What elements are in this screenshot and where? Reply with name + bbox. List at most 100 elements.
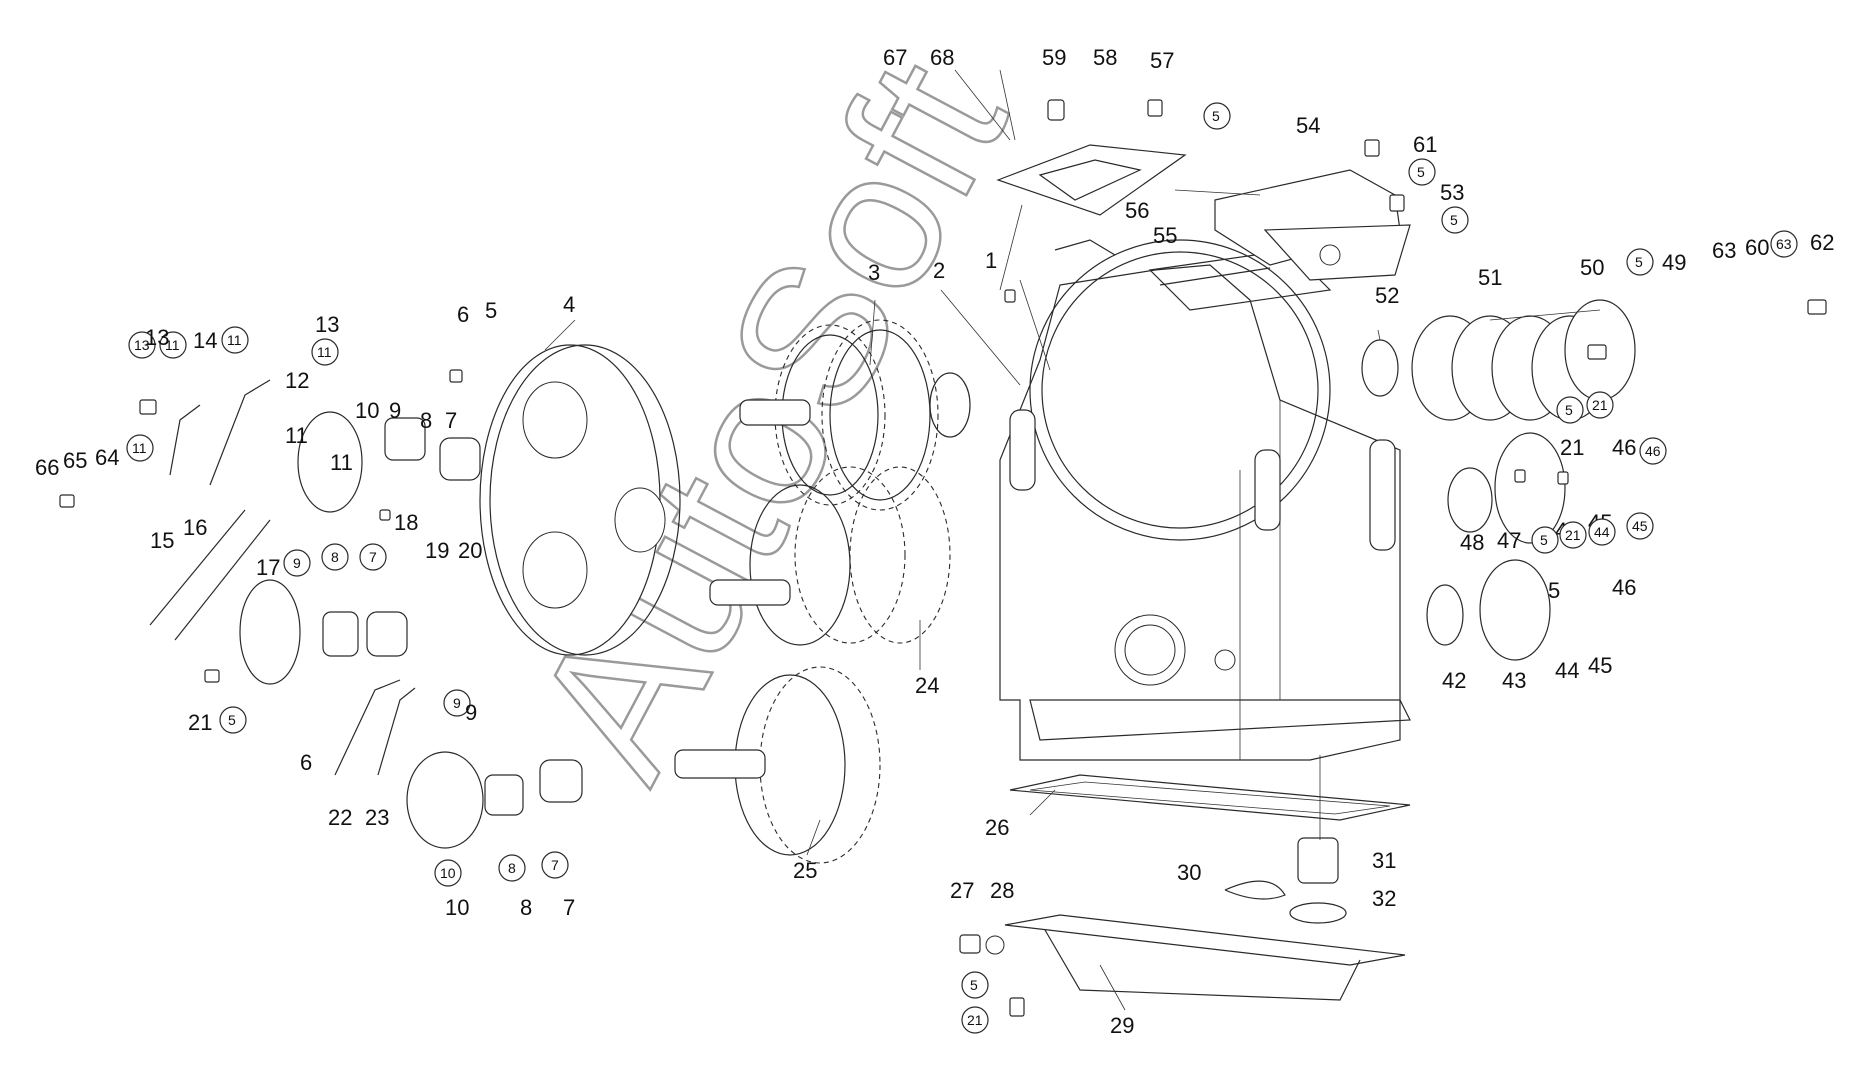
callout-5e: 5	[1556, 396, 1584, 424]
label-64: 64	[95, 445, 119, 470]
label-49: 49	[1662, 250, 1686, 275]
label-30: 30	[1177, 860, 1201, 885]
right-discs	[1361, 299, 1636, 421]
callout-5h: 5	[961, 971, 989, 999]
label-68: 68	[930, 45, 954, 70]
label-60: 60	[1745, 235, 1769, 260]
callout-46: 46	[1639, 437, 1667, 465]
label-52: 52	[1375, 283, 1399, 308]
label-59: 59	[1042, 45, 1066, 70]
callout-10: 10	[434, 859, 462, 887]
label-28: 28	[990, 878, 1014, 903]
label-23: 23	[365, 805, 389, 830]
callout-7a: 7	[359, 543, 387, 571]
svg-text:5: 5	[1635, 254, 1643, 270]
callout-11a: 11	[159, 331, 187, 359]
label-7: 7	[445, 408, 457, 433]
label-19: 19	[425, 538, 449, 563]
svg-text:8: 8	[331, 549, 339, 565]
label-29: 29	[1110, 1013, 1134, 1038]
callout-45: 45	[1626, 512, 1654, 540]
callout-8a: 8	[321, 543, 349, 571]
callout-7b: 7	[541, 851, 569, 879]
label-9: 9	[389, 398, 401, 423]
part-labels-secondary: 6 7 8 9 10 11 13 21 5	[145, 325, 1584, 920]
label-20: 20	[458, 538, 482, 563]
svg-text:11: 11	[165, 337, 180, 353]
callout-21a: 21	[1586, 391, 1614, 419]
label-1: 1	[985, 248, 997, 273]
part-labels: 1 2 3 4 5 6 7 8 9 10 11 12 13 14 15 16 1…	[35, 45, 1834, 1038]
svg-text:46: 46	[1645, 443, 1661, 459]
callout-11d: 11	[126, 434, 154, 462]
callout-11e: 11	[0, 0, 15, 3]
label-43: 43	[1502, 668, 1526, 693]
svg-text:44: 44	[1594, 524, 1610, 540]
label-26: 26	[985, 815, 1009, 840]
label-56: 56	[1125, 198, 1149, 223]
label-5b: 5	[1548, 578, 1560, 603]
callout-63: 63	[1770, 230, 1798, 258]
label-10: 10	[355, 398, 379, 423]
label-6: 6	[457, 302, 469, 327]
flanges-left	[239, 411, 484, 849]
svg-text:45: 45	[1632, 518, 1648, 534]
svg-text:7: 7	[551, 857, 559, 873]
label-12: 12	[285, 368, 309, 393]
label-54: 54	[1296, 113, 1320, 138]
label-22: 22	[328, 805, 352, 830]
label-48: 48	[1460, 530, 1484, 555]
callout-5c: 5	[1441, 206, 1469, 234]
callout-5b: 5	[1408, 158, 1436, 186]
label-16: 16	[183, 515, 207, 540]
bearings-left	[322, 417, 583, 816]
leader-lines	[544, 69, 1601, 1011]
callout-13: 13	[128, 331, 156, 359]
callout-8b: 8	[498, 854, 526, 882]
fasteners	[59, 99, 1827, 1017]
callout-44: 44	[1588, 518, 1616, 546]
label-66: 66	[35, 455, 59, 480]
pipes-left	[149, 379, 416, 776]
label-45b: 45	[1588, 653, 1612, 678]
label-11b: 11	[330, 450, 353, 475]
label-14: 14	[193, 328, 217, 353]
callout-5g: 5	[219, 706, 247, 734]
svg-text:5: 5	[1417, 164, 1425, 180]
label-17: 17	[256, 555, 280, 580]
label-13: 13	[315, 312, 339, 337]
gear-shaft-25	[674, 666, 881, 864]
label-6b: 6	[300, 750, 312, 775]
cover-plate	[479, 344, 681, 656]
gear-shaft-24	[709, 466, 951, 646]
svg-text:21: 21	[1565, 527, 1581, 543]
label-44b: 44	[1555, 658, 1579, 683]
svg-text:11: 11	[132, 440, 147, 456]
label-3: 3	[868, 260, 880, 285]
label-42: 42	[1442, 668, 1466, 693]
svg-text:5: 5	[228, 712, 236, 728]
label-53: 53	[1440, 180, 1464, 205]
svg-text:5: 5	[1450, 212, 1458, 228]
callout-5f: 5	[1531, 526, 1559, 554]
label-50: 50	[1580, 255, 1604, 280]
drain-parts	[1224, 837, 1347, 924]
label-31: 31	[1372, 848, 1396, 873]
label-8b: 8	[520, 895, 532, 920]
label-46b: 46	[1612, 435, 1636, 460]
gasket-26	[1009, 774, 1411, 821]
oil-pan-29	[1004, 914, 1406, 1001]
label-8: 8	[420, 408, 432, 433]
svg-text:21: 21	[1592, 397, 1608, 413]
callout-21c: 21	[961, 1006, 989, 1034]
svg-text:5: 5	[1540, 532, 1548, 548]
svg-text:5: 5	[1565, 402, 1573, 418]
svg-text:9: 9	[453, 695, 461, 711]
svg-text:5: 5	[1212, 108, 1220, 124]
callout-11c: 11	[311, 338, 339, 366]
svg-text:11: 11	[227, 332, 242, 348]
svg-text:5: 5	[970, 977, 978, 993]
label-32: 32	[1372, 886, 1396, 911]
label-47: 47	[1497, 528, 1521, 553]
label-27: 27	[950, 878, 974, 903]
